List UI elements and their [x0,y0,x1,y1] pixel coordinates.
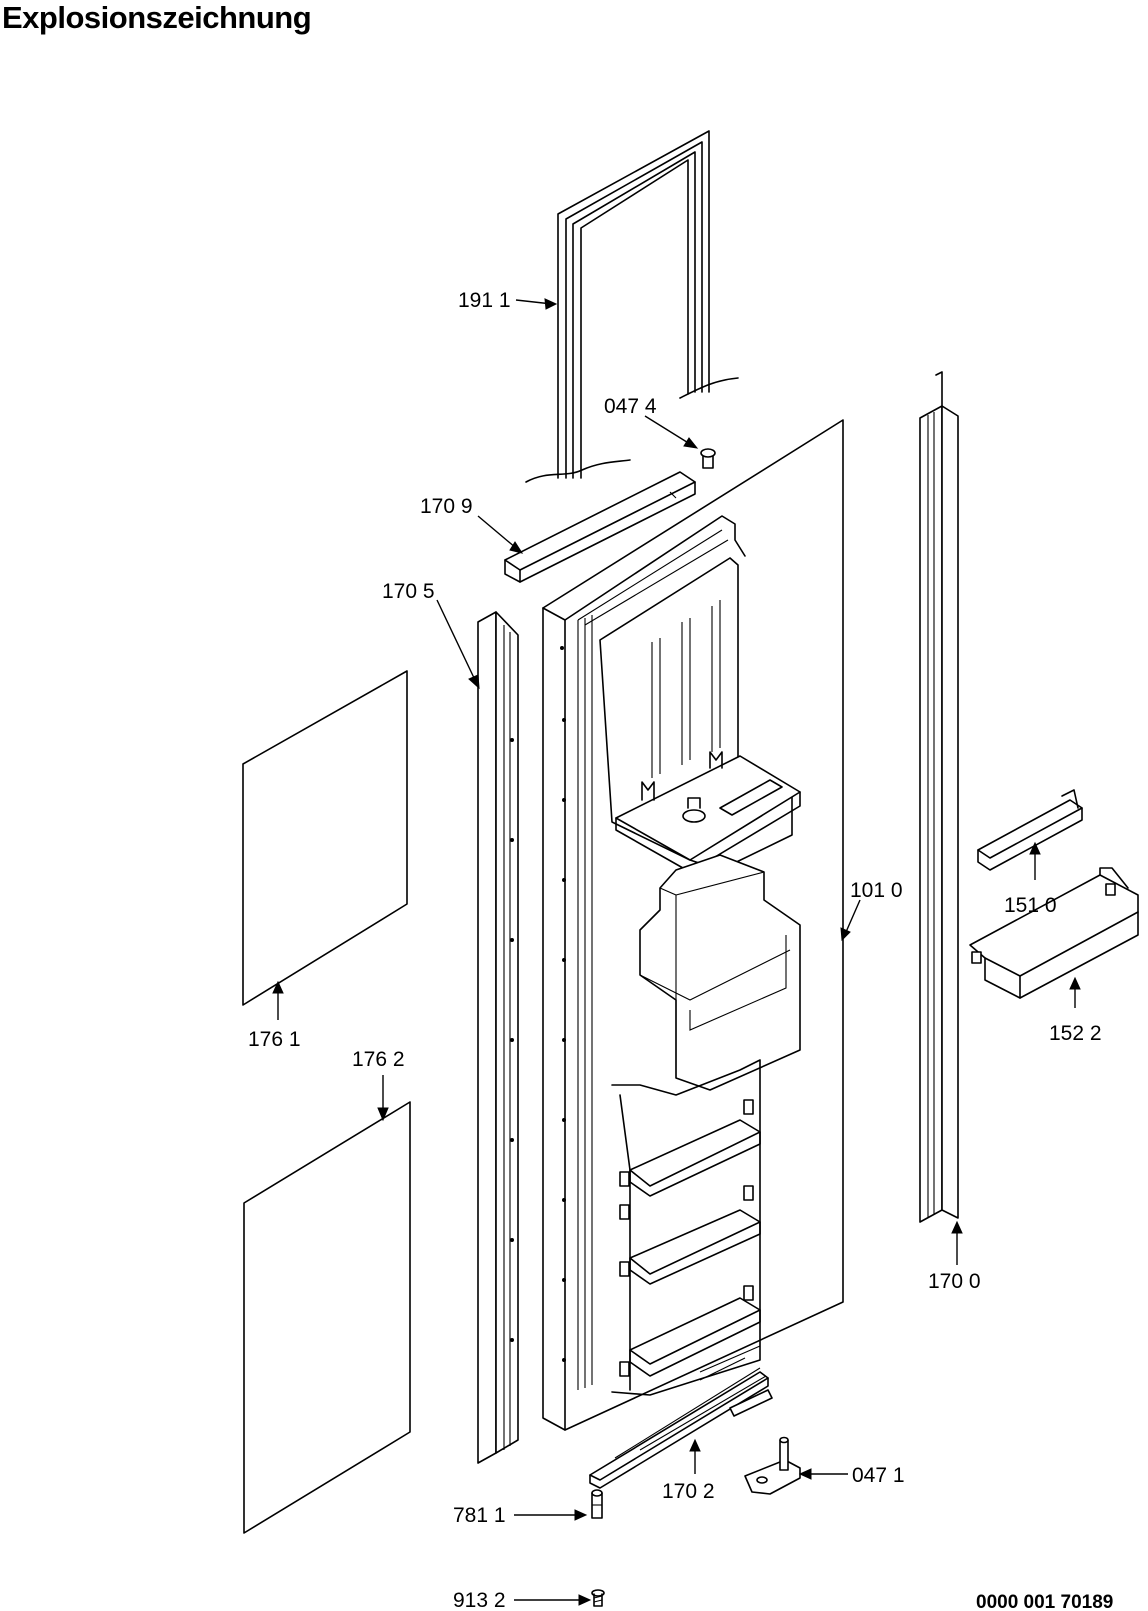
leader-lines [272,298,1081,1606]
rail-part [977,789,1083,871]
door-liner-part [542,419,844,1431]
part-label-191-1: 191 1 [458,289,511,312]
screw-part [591,1589,605,1607]
part-label-152-2: 152 2 [1049,1022,1102,1045]
part-label-047-1: 047 1 [852,1464,905,1487]
part-label-170-0: 170 0 [928,1270,981,1293]
part-label-913-2: 913 2 [453,1589,506,1611]
panel-upper-part [242,670,408,1006]
bottom-trim-part [589,1357,773,1489]
document-number: 0000 001 70189 [976,1592,1113,1611]
top-trim-part [504,471,696,583]
gasket-part [525,130,739,483]
rivet-dots [560,646,566,1362]
part-label-781-1: 781 1 [453,1504,506,1527]
page-title: Explosionszeichnung [2,0,312,35]
part-label-176-1: 176 1 [248,1028,301,1051]
bushing-part [591,1489,603,1519]
part-label-170-9: 170 9 [420,495,473,518]
panel-lower-part [243,1101,411,1534]
part-label-101-0: 101 0 [850,879,903,902]
part-label-047-4: 047 4 [604,395,657,418]
part-label-151-0: 151 0 [1004,894,1057,917]
part-label-170-5: 170 5 [382,580,435,603]
hinge-bracket-part [744,1436,801,1495]
left-trim-part [477,611,519,1464]
pin-part [700,448,716,469]
part-label-176-2: 176 2 [352,1048,405,1071]
bracket-part [969,867,1139,999]
right-trim-part [919,371,959,1223]
part-label-170-2: 170 2 [662,1480,715,1503]
